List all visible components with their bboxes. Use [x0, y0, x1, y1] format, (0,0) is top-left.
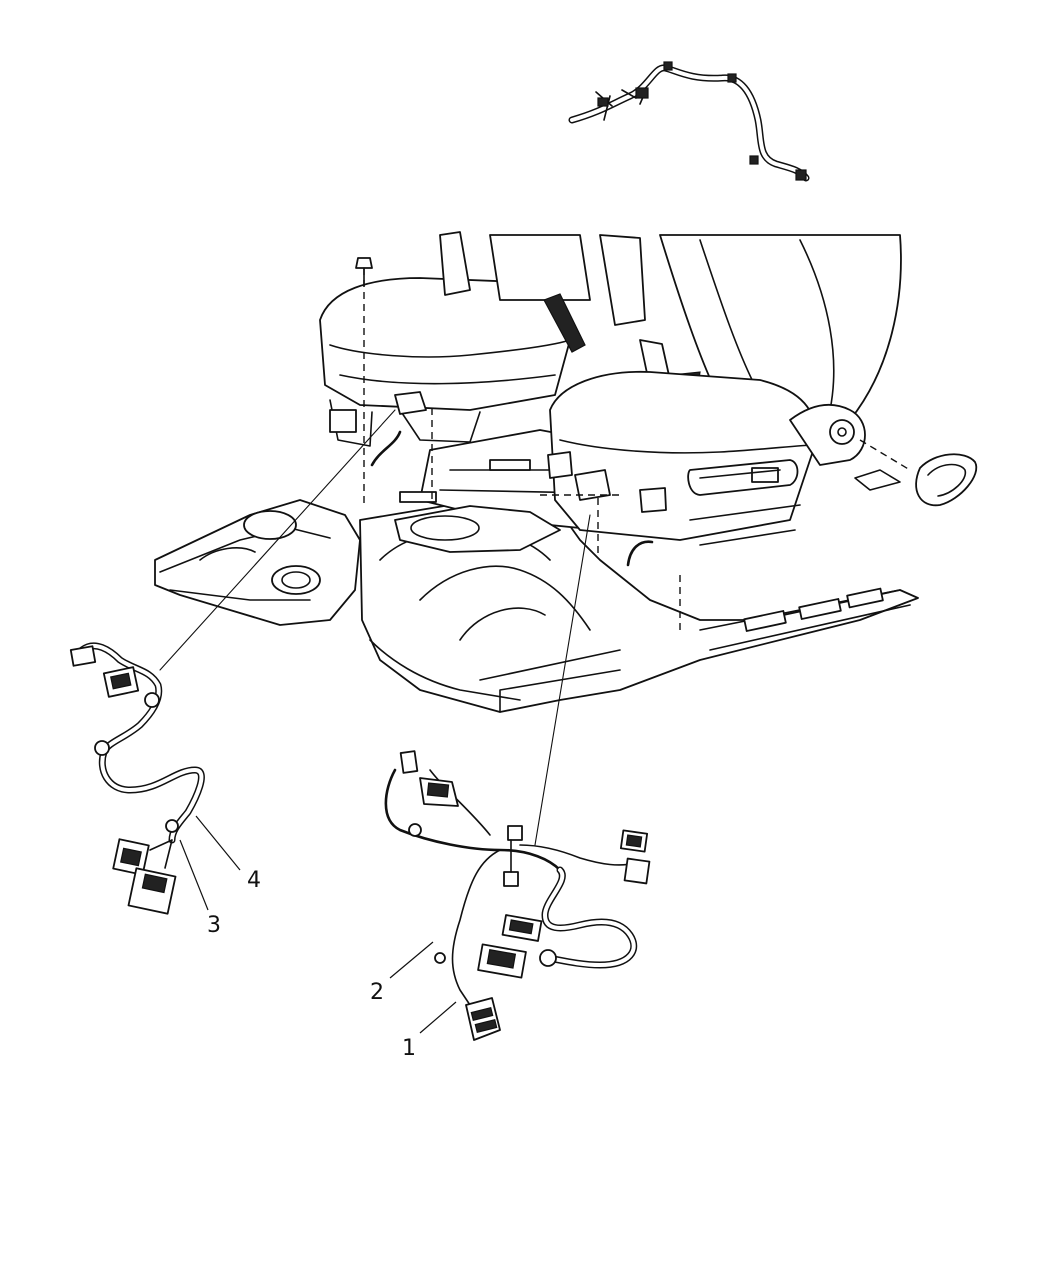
connection-lines — [159, 409, 591, 846]
callout-3: 3 — [207, 913, 221, 938]
callout-2: 2 — [370, 980, 384, 1005]
seat-switch-connector — [465, 997, 501, 1041]
connector-right-top — [399, 750, 459, 807]
callout-1: 1 — [402, 1036, 416, 1061]
connector-right-mid — [503, 825, 523, 887]
left-seat-wire-harness — [69, 642, 205, 915]
seat-bolt — [355, 257, 373, 287]
left-seat — [319, 231, 646, 467]
connector-left-top — [69, 645, 140, 698]
overhead-wire-harness — [568, 61, 810, 182]
right-seat — [547, 234, 978, 567]
callout-labels: 1 2 3 4 — [207, 868, 416, 1061]
callout-4: 4 — [247, 868, 261, 893]
connector-left-bottom — [112, 838, 177, 915]
assembly-guide-lines — [363, 268, 911, 635]
right-seat-wire-harness — [384, 750, 651, 1041]
connector-right-lower-mid — [477, 914, 557, 979]
callout-leaders — [179, 815, 457, 1034]
connector-right-upper-right — [619, 829, 651, 885]
floor-rib-slots — [743, 587, 884, 632]
